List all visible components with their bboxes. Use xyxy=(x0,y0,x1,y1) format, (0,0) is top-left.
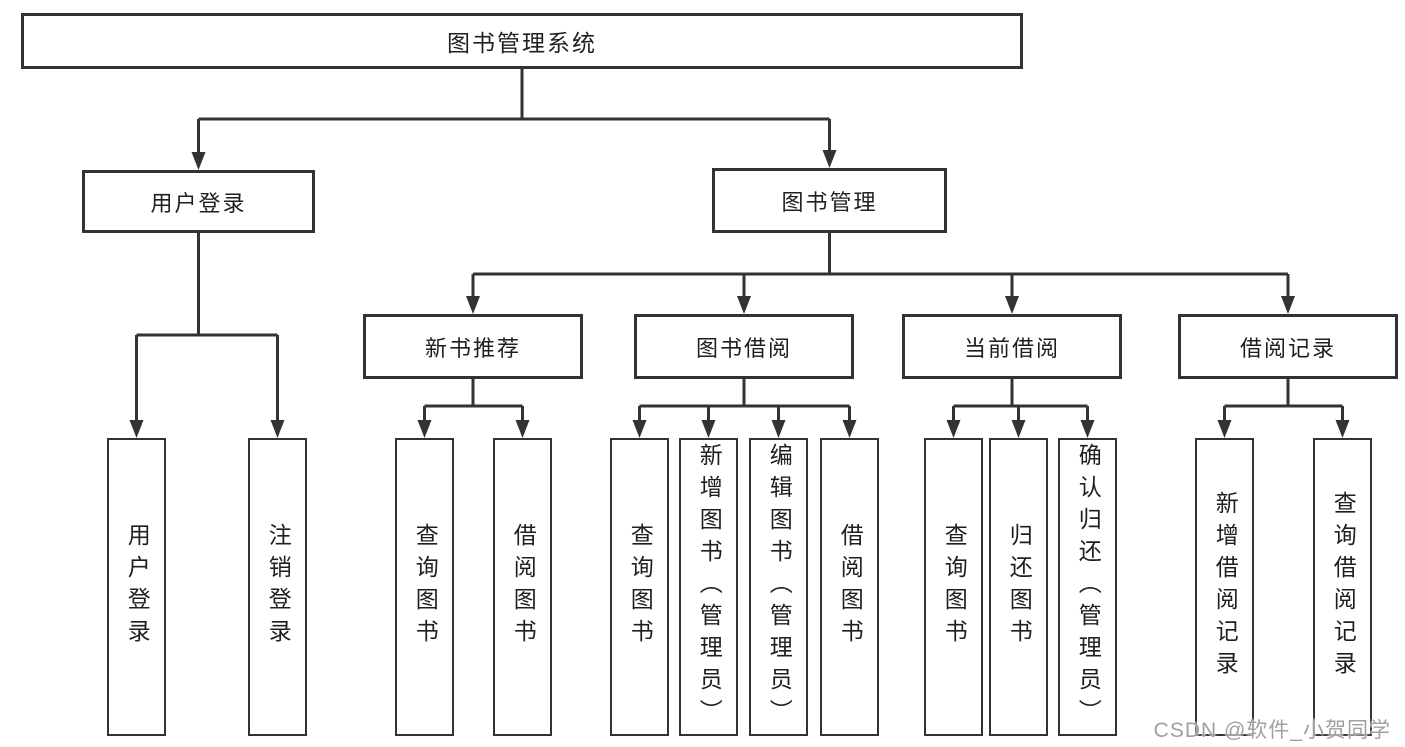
leaf-add-borrow-record: 新增借阅记录 xyxy=(1195,438,1254,736)
arrow-down-icon xyxy=(842,420,857,438)
arrow-down-icon xyxy=(191,152,206,170)
edge-root-split xyxy=(197,69,831,152)
arrowheads xyxy=(129,150,1350,438)
leaf-query-books-current: 查询图书 xyxy=(924,438,983,736)
leaf-query-books-borrow: 查询图书 xyxy=(610,438,669,736)
edge-user-login-split xyxy=(135,233,279,420)
arrow-down-icon xyxy=(417,420,432,438)
leaf-edit-book-admin: 编辑图书（管理员） xyxy=(749,438,808,736)
leaf-query-books-recommend: 查询图书 xyxy=(395,438,454,736)
leaf-confirm-return-admin: 确认归还（管理员） xyxy=(1058,438,1117,736)
edge-book-management-split xyxy=(471,233,1290,296)
arrow-down-icon xyxy=(771,420,786,438)
section-borrow-records: 借阅记录 xyxy=(1178,314,1398,379)
section-current-borrow: 当前借阅 xyxy=(902,314,1122,379)
edge-current-borrow-split xyxy=(952,379,1089,420)
edge-book-borrow-split xyxy=(638,379,851,420)
arrow-down-icon xyxy=(632,420,647,438)
arrow-down-icon xyxy=(1281,296,1295,314)
arrow-down-icon xyxy=(1011,420,1026,438)
csdn-watermark: CSDN @软件_小贺同学 xyxy=(1153,719,1391,742)
section-book-borrow: 图书借阅 xyxy=(634,314,854,379)
arrow-down-icon xyxy=(1005,296,1019,314)
leaf-user-login: 用户登录 xyxy=(107,438,166,736)
leaf-borrow-books: 借阅图书 xyxy=(820,438,879,736)
arrow-down-icon xyxy=(737,296,751,314)
leaf-borrow-books-recommend: 借阅图书 xyxy=(493,438,552,736)
arrow-down-icon xyxy=(466,296,480,314)
leaf-logout: 注销登录 xyxy=(248,438,307,736)
section-new-book-recommend: 新书推荐 xyxy=(363,314,583,379)
arrow-down-icon xyxy=(129,420,144,438)
arrow-down-icon xyxy=(270,420,285,438)
arrow-down-icon xyxy=(946,420,961,438)
leaf-return-books: 归还图书 xyxy=(989,438,1048,736)
edge-new-book-split xyxy=(423,379,524,420)
leaf-query-borrow-record: 查询借阅记录 xyxy=(1313,438,1372,736)
leaf-add-book-admin: 新增图书（管理员） xyxy=(679,438,738,736)
arrow-down-icon xyxy=(515,420,530,438)
arrow-down-icon xyxy=(1080,420,1095,438)
arrow-down-icon xyxy=(822,150,837,168)
root-node-system: 图书管理系统 xyxy=(21,13,1023,69)
arrow-down-icon xyxy=(1217,420,1232,438)
branch-book-management: 图书管理 xyxy=(712,168,947,233)
branch-user-login: 用户登录 xyxy=(82,170,315,233)
arrow-down-icon xyxy=(701,420,716,438)
arrow-down-icon xyxy=(1335,420,1350,438)
edge-borrow-records-split xyxy=(1223,379,1344,420)
